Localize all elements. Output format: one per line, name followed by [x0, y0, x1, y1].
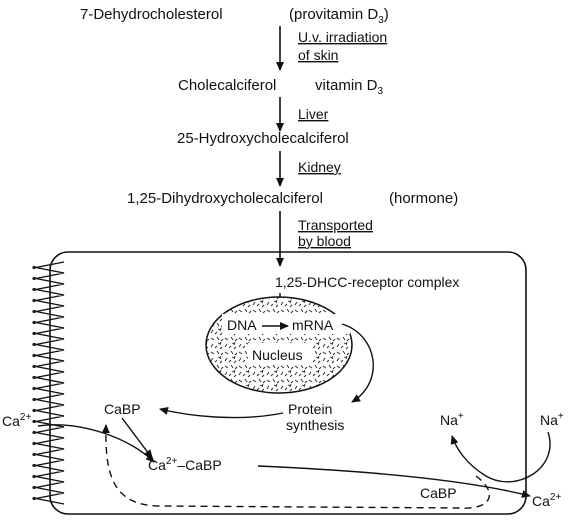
- ca-cabp-label: Ca2+–CaBP: [148, 456, 222, 473]
- brush-border-microvilli: [32, 261, 65, 505]
- nucleus-label-bg: [248, 343, 312, 365]
- arrow-cabp-recycle: [101, 424, 490, 509]
- arrow-uv-label-2: of skin: [298, 47, 338, 63]
- arrow-liver-label: Liver: [298, 106, 329, 122]
- protein-synthesis-label-2: synthesis: [286, 417, 344, 433]
- arrow-ca-exit: [257, 465, 531, 498]
- na-outside-label: Na+: [540, 411, 564, 428]
- step3-name: 25-Hydroxycholecalciferol: [177, 130, 349, 147]
- arrow-blood-label-1: Transported: [298, 217, 373, 233]
- protein-synthesis-label-1: Protein: [288, 401, 332, 417]
- arrow-ca-entry: [37, 424, 155, 463]
- mrna-label: mRNA: [292, 317, 334, 333]
- ca-left-label: Ca2+: [2, 412, 31, 429]
- arrow-cabp-binding: [121, 417, 153, 459]
- receptor-complex-label: 1,25-DHCC-receptor complex: [275, 274, 459, 290]
- na-inside-label: Na+: [440, 411, 464, 428]
- cell-membrane: [49, 251, 527, 515]
- arrow-protein-to-cabp: [159, 407, 284, 419]
- nucleus-label: Nucleus: [252, 347, 303, 363]
- cabp-bottom-label: CaBP: [420, 485, 457, 501]
- arrow-kidney-label: Kidney: [298, 159, 341, 175]
- arrow-mrna-to-protein: [341, 323, 374, 403]
- arrow-blood-label-2: by blood: [298, 233, 351, 249]
- step4-note: (hormone): [389, 190, 458, 207]
- step1-name: 7-Dehydrocholesterol: [80, 6, 223, 23]
- arrow-uv-label-1: U.v. irradiation: [298, 29, 387, 45]
- ca-right-label: Ca2+: [532, 492, 561, 509]
- dna-label: DNA: [227, 317, 257, 333]
- step4-name: 1,25-Dihydroxycholecalciferol: [127, 190, 323, 207]
- cabp-label: CaBP: [104, 401, 141, 417]
- step2-name: Cholecalciferol: [178, 77, 276, 94]
- step2-vitamin: vitamin D3: [315, 77, 384, 97]
- step1-note: (provitamin D3): [289, 6, 389, 26]
- arrow-na-exchange: [450, 431, 551, 483]
